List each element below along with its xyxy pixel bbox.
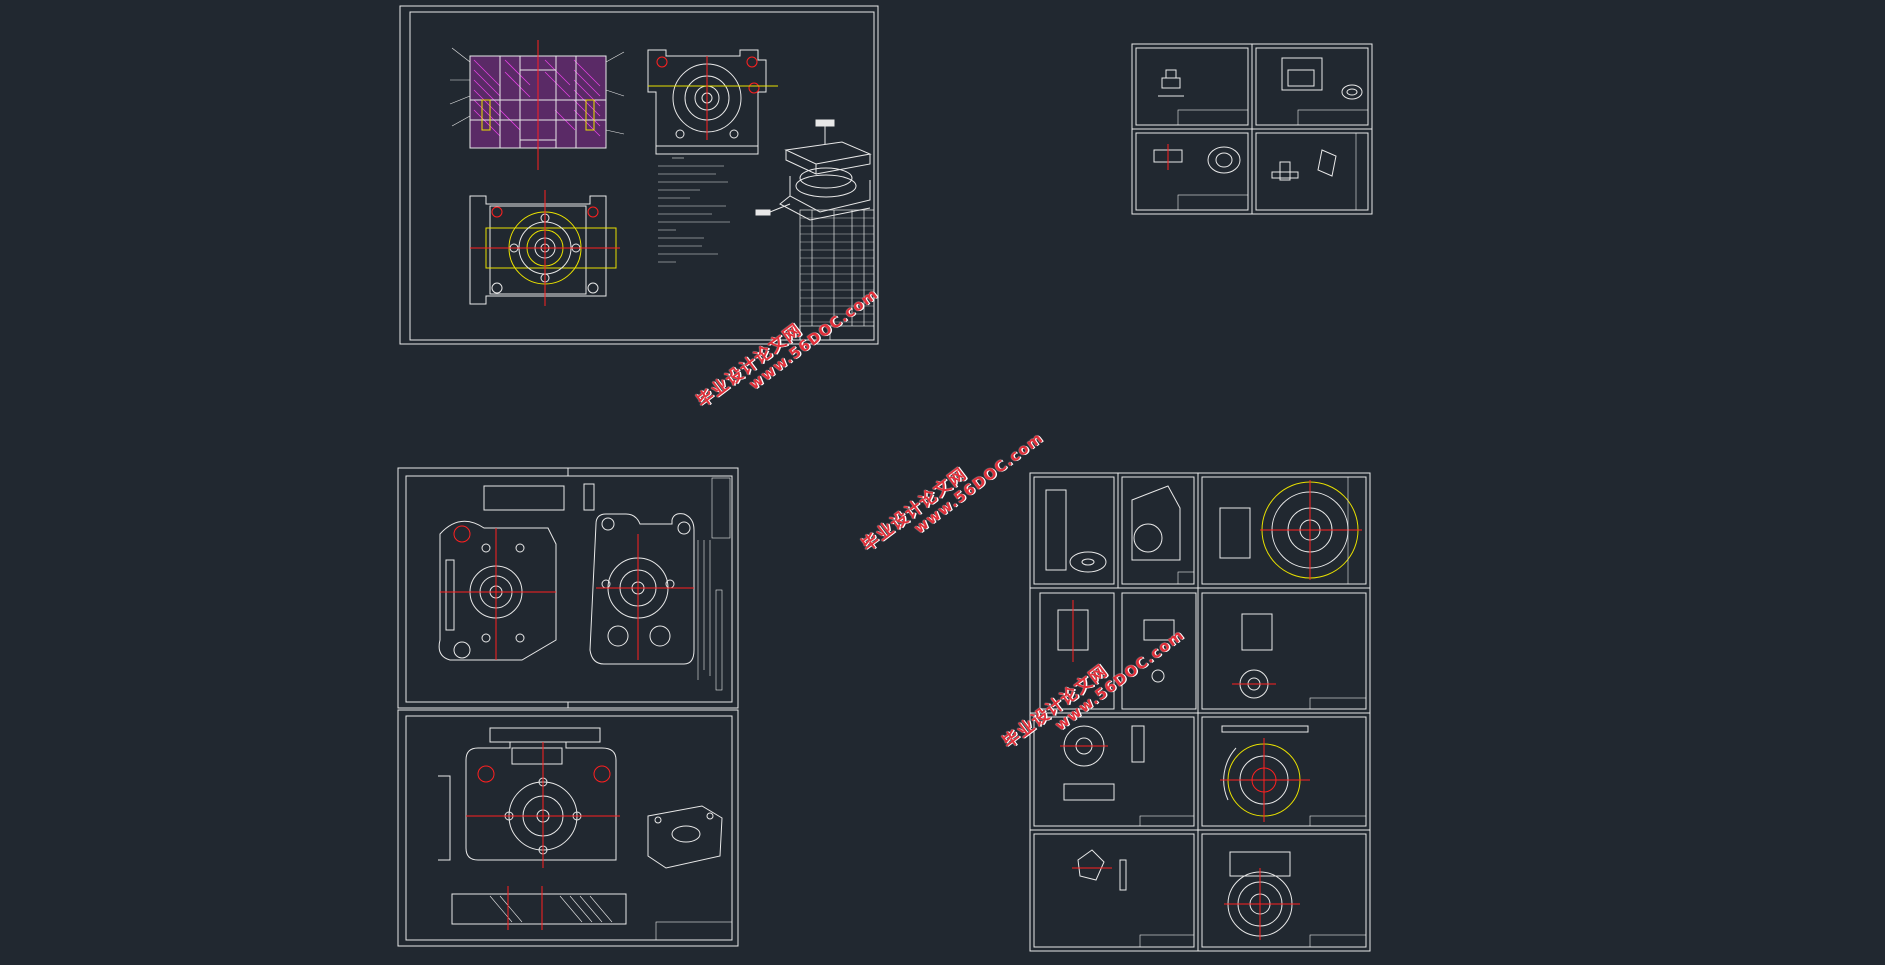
sheet-border-outer xyxy=(397,709,739,947)
plan-view-assembly xyxy=(469,190,620,306)
parts-list-table xyxy=(799,209,875,341)
sheet-border-inner xyxy=(409,11,875,341)
sheet-border-inner xyxy=(405,475,733,703)
die-plate-detail-sheet[interactable] xyxy=(397,709,739,947)
small-parts-sheet[interactable] xyxy=(1131,43,1373,215)
part-detail-set-sheet[interactable] xyxy=(1029,472,1371,952)
section-view-assembly xyxy=(449,40,625,170)
isometric-view-assembly xyxy=(755,119,872,221)
part-top-view xyxy=(647,49,778,155)
sheet-border-outer xyxy=(1029,472,1371,952)
sheet-border-outer xyxy=(399,5,879,345)
sheet-border-inner xyxy=(405,715,733,941)
technical-notes xyxy=(658,157,730,263)
base-plate-detail-sheet[interactable] xyxy=(397,467,739,709)
assembly-drawing-sheet[interactable] xyxy=(399,5,879,345)
